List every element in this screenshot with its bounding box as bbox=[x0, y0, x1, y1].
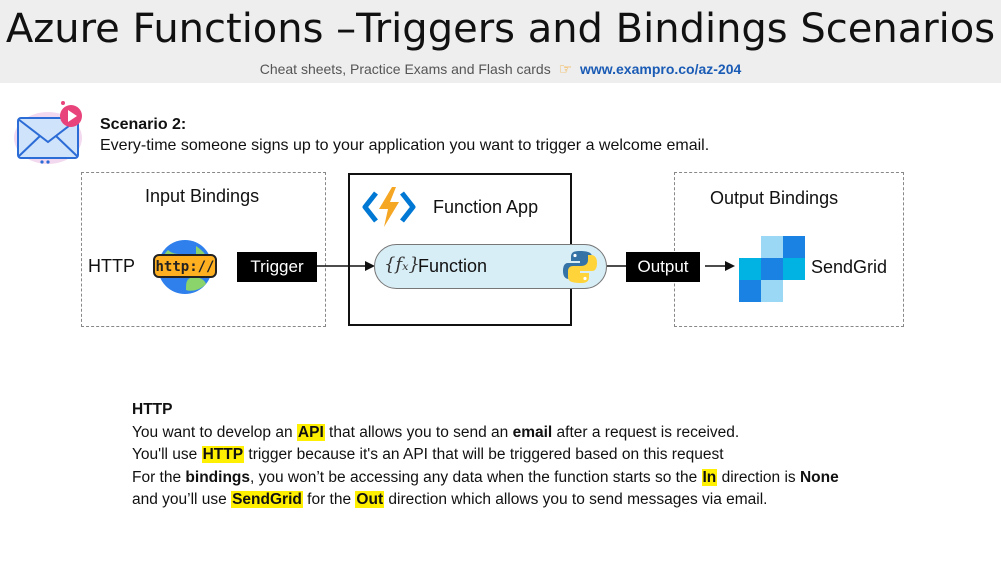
explanation-line-1: You want to develop an API that allows y… bbox=[132, 423, 740, 441]
explanation-block: HTTP You want to develop an API that all… bbox=[132, 399, 839, 512]
scenario-title: Scenario 2: bbox=[100, 116, 187, 133]
trigger-label: Trigger bbox=[237, 252, 317, 282]
trigger-arrow bbox=[317, 261, 375, 271]
explanation-line-2: You'll use HTTP trigger because it's an … bbox=[132, 446, 724, 463]
explanation-line-4: and you’ll use SendGrid for the Out dire… bbox=[132, 491, 768, 508]
output-arrow bbox=[705, 261, 735, 271]
function-label: Function bbox=[418, 256, 488, 276]
explanation-line-3: For the bindings, you won’t be accessing… bbox=[132, 468, 839, 486]
page-title: Azure Functions –Triggers and Bindings S… bbox=[5, 6, 996, 52]
exampro-link[interactable]: www.exampro.co/az-204 bbox=[579, 61, 742, 77]
http-globe-icon: http:// bbox=[153, 240, 217, 294]
function-app-title: Function App bbox=[433, 197, 539, 217]
function-to-output-line bbox=[607, 265, 627, 267]
email-icon bbox=[14, 101, 82, 164]
input-source-label: HTTP bbox=[88, 256, 135, 276]
input-bindings-box bbox=[81, 172, 326, 327]
subtitle: Cheat sheets, Practice Exams and Flash c… bbox=[0, 60, 1001, 78]
azure-functions-icon bbox=[362, 187, 416, 227]
output-label: Output bbox=[626, 252, 700, 282]
scenario-description: Every-time someone signs up to your appl… bbox=[100, 137, 710, 154]
output-target-label: SendGrid bbox=[811, 257, 888, 277]
output-bindings-box bbox=[674, 172, 904, 327]
python-icon bbox=[563, 251, 597, 283]
explanation-heading: HTTP bbox=[132, 401, 173, 418]
input-bindings-title: Input Bindings bbox=[145, 186, 260, 206]
function-fx-icon: {fₓ} bbox=[384, 254, 420, 275]
header-banner: Azure Functions –Triggers and Bindings S… bbox=[0, 0, 1001, 83]
output-bindings-title: Output Bindings bbox=[710, 188, 839, 208]
subtitle-text: Cheat sheets, Practice Exams and Flash c… bbox=[259, 61, 551, 77]
http-badge-text: http:// bbox=[155, 259, 214, 275]
pointing-hand-icon: ☞ bbox=[558, 61, 573, 78]
sendgrid-icon bbox=[739, 236, 805, 302]
